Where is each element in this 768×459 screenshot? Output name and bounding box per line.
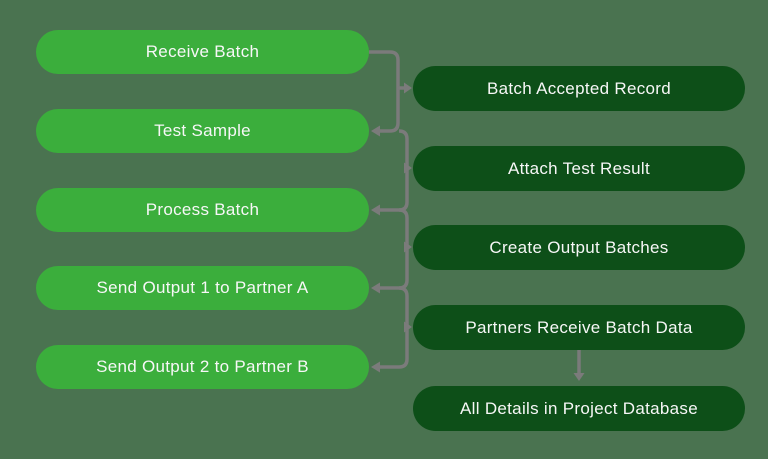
flow-record-attach-test-result: Attach Test Result	[413, 146, 745, 191]
connector-line	[369, 50, 400, 133]
flow-step-label: Receive Batch	[145, 42, 260, 61]
flow-record-label: Batch Accepted Record	[487, 78, 671, 98]
flow-step-label: Process Batch	[145, 200, 260, 219]
connector-line	[380, 129, 409, 212]
flow-step-send-output-2: Send Output 2 to Partner B	[36, 345, 369, 389]
flow-step-label: Send Output 1 to Partner A	[96, 278, 309, 297]
arrowhead-right-icon	[404, 162, 412, 174]
flow-record-partners-receive-batch-data: Partners Receive Batch Data	[413, 305, 745, 350]
flow-step-process-batch: Process Batch	[36, 188, 369, 232]
flow-step-send-output-1: Send Output 1 to Partner A	[36, 266, 369, 310]
connector-line	[380, 208, 409, 290]
flow-record-label: Create Output Batches	[489, 237, 669, 257]
flow-step-label: Test Sample	[154, 121, 251, 140]
arrowhead-left-icon	[371, 361, 380, 373]
flow-step-receive-batch: Receive Batch	[36, 30, 369, 74]
flow-record-label: All Details in Project Database	[460, 398, 698, 418]
flow-step-test-sample: Test Sample	[36, 109, 369, 153]
flow-record-batch-accepted: Batch Accepted Record	[413, 66, 745, 111]
flow-step-label: Send Output 2 to Partner B	[96, 357, 309, 376]
connector-line	[380, 286, 409, 369]
arrowhead-left-icon	[371, 125, 380, 137]
flow-record-label: Attach Test Result	[507, 158, 651, 178]
flow-record-label: Partners Receive Batch Data	[465, 317, 693, 337]
arrowhead-down-icon	[573, 373, 585, 381]
arrowhead-right-icon	[404, 321, 412, 333]
arrowhead-right-icon	[404, 82, 412, 94]
flow-record-create-output-batches: Create Output Batches	[413, 225, 745, 270]
arrowhead-left-icon	[371, 282, 380, 294]
arrowhead-right-icon	[404, 241, 412, 253]
flow-record-all-details-project-database: All Details in Project Database	[413, 386, 745, 431]
arrowhead-left-icon	[371, 204, 380, 216]
